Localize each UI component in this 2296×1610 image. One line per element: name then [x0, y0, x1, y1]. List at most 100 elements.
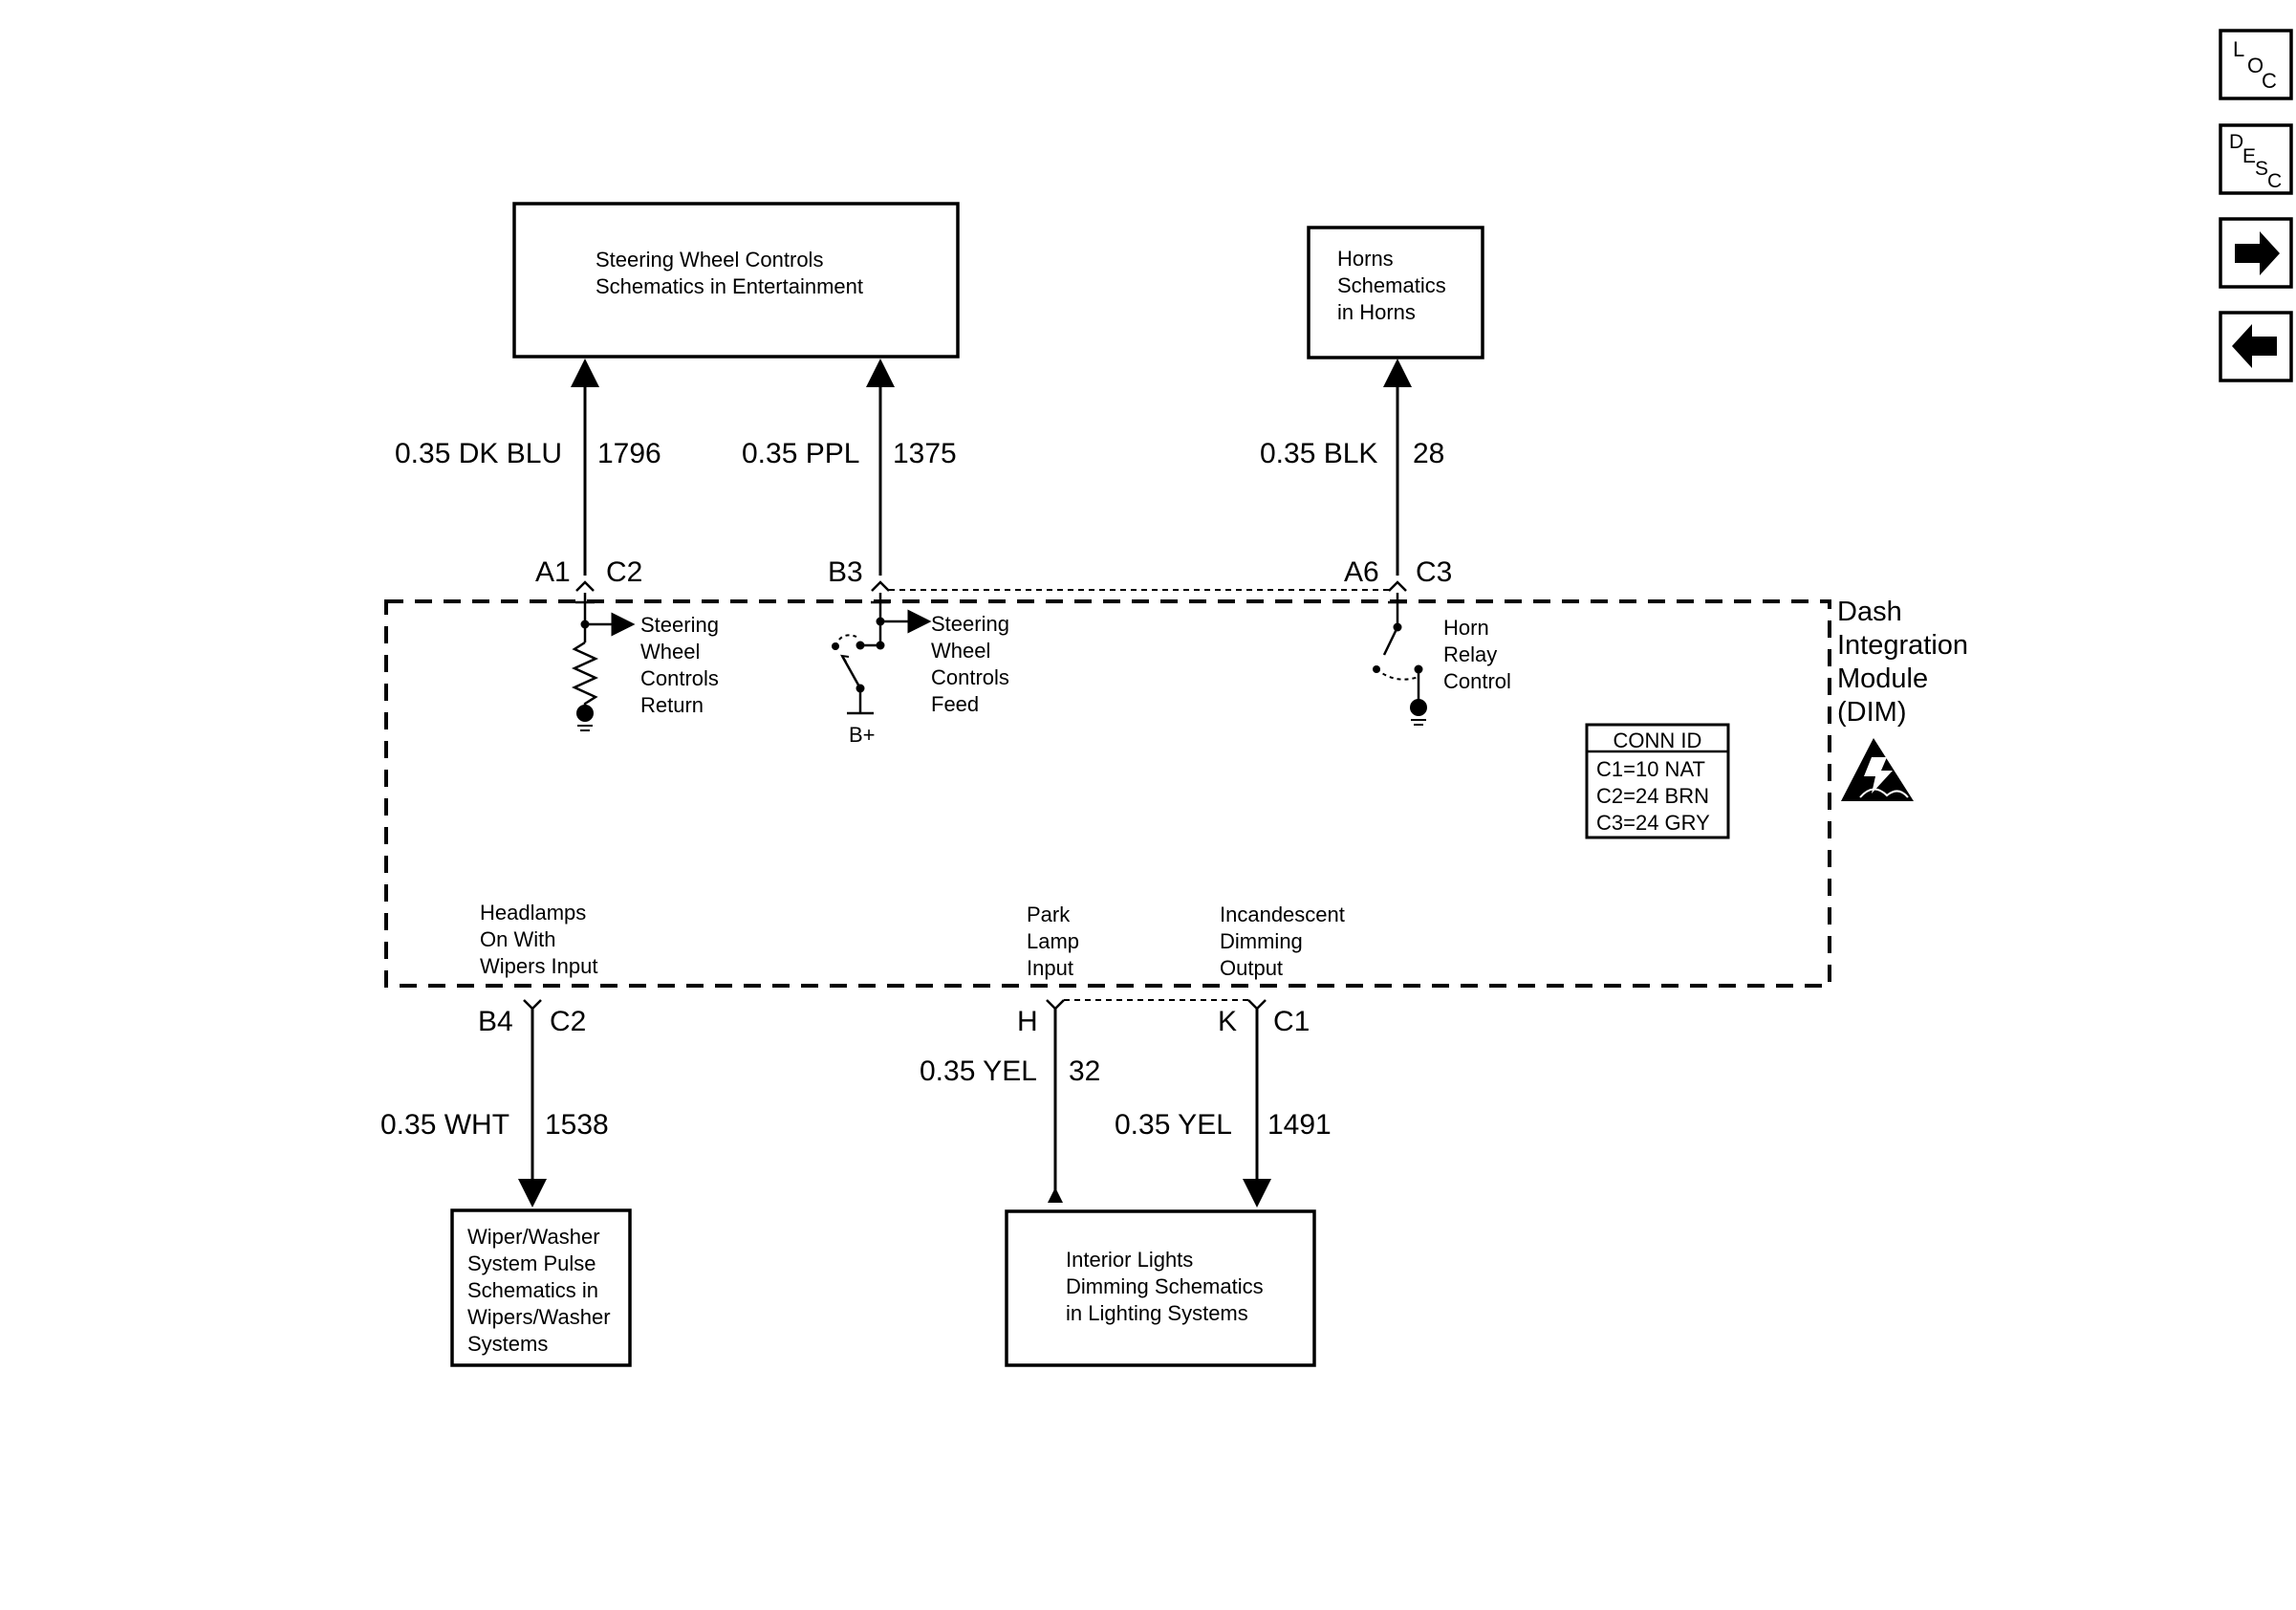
circuit-number-label: 1796 [597, 438, 661, 469]
wiper-box-line: Schematics in [467, 1278, 598, 1302]
connector-pin-symbol [1388, 580, 1407, 592]
loc-letter: L [2233, 37, 2244, 61]
wire-headlamps: B4 C2 0.35 WHT 1538 [380, 999, 609, 1208]
horns-box-line-2: Schematics [1337, 273, 1446, 297]
conn-id-row: C2=24 BRN [1596, 784, 1709, 808]
pin-label: H [1017, 1006, 1038, 1037]
circuit-label-line: Horn [1443, 616, 1489, 640]
circuit-number-label: 28 [1413, 438, 1444, 469]
wire-color-label: 0.35 WHT [380, 1109, 509, 1141]
circuit-label-line: Headlamps [480, 901, 586, 925]
wire-steering-return: 0.35 DK BLU 1796 A1 C2 [395, 359, 661, 592]
connector-pin-symbol [871, 580, 890, 592]
module-title-line-3: Module [1837, 664, 1928, 694]
module-title-line-1: Dash [1837, 597, 1902, 627]
horns-box: Horns Schematics in Horns [1307, 226, 1484, 359]
desc-letter: C [2267, 170, 2282, 192]
pin-label: A1 [535, 556, 571, 588]
loc-button[interactable]: L O C [2219, 29, 2293, 100]
wiper-box-line: Systems [467, 1332, 548, 1356]
resistor-symbol [571, 641, 599, 711]
wiper-box-line: System Pulse [467, 1251, 596, 1275]
interior-box-line: Dimming Schematics [1066, 1274, 1264, 1298]
circuit-label-line: Input [1027, 956, 1073, 980]
wiper-box-line: Wipers/Washer [467, 1305, 611, 1329]
desc-button[interactable]: D E S C [2219, 123, 2293, 195]
interior-box-line: Interior Lights [1066, 1248, 1193, 1272]
connector-label: C1 [1273, 1006, 1310, 1037]
circuit-label-line: Lamp [1027, 929, 1079, 953]
wire-color-label: 0.35 YEL [920, 1055, 1037, 1087]
circuit-label-line: Park [1027, 903, 1071, 926]
steering-controls-box-line-2: Schematics in Entertainment [596, 274, 863, 298]
back-button[interactable] [2219, 311, 2293, 382]
conn-id-row: C3=24 GRY [1596, 811, 1710, 835]
park-label: Park Lamp Input [1027, 903, 1079, 980]
circuit-label-line: Incandescent [1220, 903, 1345, 926]
wire-park: H 0.35 YEL 32 [920, 999, 1100, 1203]
circuit-label-line: Controls [640, 666, 719, 690]
headlamps-label: Headlamps On With Wipers Input [480, 901, 598, 978]
dim-module-outline [384, 599, 1831, 988]
supply-label: B+ [849, 723, 876, 747]
pin-label: K [1218, 1006, 1237, 1037]
circuit-number-label: 32 [1069, 1055, 1100, 1087]
dimming-label: Incandescent Dimming Output [1220, 903, 1345, 980]
circuit-label-line: Relay [1443, 642, 1497, 666]
circuit-label-line: Feed [931, 692, 979, 716]
wiper-washer-box: Wiper/Washer System Pulse Schematics in … [450, 1208, 632, 1367]
module-title: Dash Integration Module (DIM) [1837, 597, 1968, 728]
connector-pin-symbol [1046, 999, 1065, 1011]
arrow-up-head [1048, 1187, 1063, 1203]
arrow-left-icon [2232, 324, 2277, 368]
ground-symbol [1410, 699, 1427, 716]
circuit-label-line: Wipers Input [480, 954, 598, 978]
circuit-label-line: Controls [931, 665, 1009, 689]
arrow-right-icon [2235, 231, 2280, 275]
steering-feed-internal: B+ Steering Wheel Controls Feed [832, 593, 1009, 747]
interior-lights-box: Interior Lights Dimming Schematics in Li… [1005, 1209, 1316, 1367]
switch-blade [1382, 626, 1399, 656]
module-title-line-4: (DIM) [1837, 697, 1906, 728]
conn-id-table: CONN ID C1=10 NAT C2=24 BRN C3=24 GRY [1585, 723, 1730, 839]
connector-label: C3 [1416, 556, 1452, 588]
ground-symbol [576, 705, 594, 722]
wire-color-label: 0.35 PPL [742, 438, 859, 469]
connector-pin-symbol [523, 999, 542, 1011]
circuit-number-label: 1491 [1267, 1109, 1332, 1141]
steering-controls-box-line-1: Steering Wheel Controls [596, 248, 823, 272]
wire-horn: 0.35 BLK 28 A6 C3 [1260, 359, 1452, 592]
desc-letter: D [2229, 131, 2243, 153]
desc-letter: S [2255, 158, 2268, 180]
conn-id-row: C1=10 NAT [1596, 757, 1705, 781]
circuit-label-line: Wheel [931, 639, 990, 663]
circuit-label-line: Dimming [1220, 929, 1303, 953]
wiper-box-line: Wiper/Washer [467, 1225, 600, 1249]
wire-color-label: 0.35 DK BLU [395, 438, 562, 469]
loc-letter: O [2247, 54, 2264, 77]
circuit-label-line: Steering [640, 613, 719, 637]
circuit-number-label: 1375 [893, 438, 957, 469]
connector-label: C2 [550, 1006, 586, 1037]
wire-color-label: 0.35 YEL [1115, 1109, 1232, 1141]
connector-label: C2 [606, 556, 642, 588]
circuit-number-label: 1538 [545, 1109, 609, 1141]
steering-controls-box: Steering Wheel Controls Schematics in En… [512, 202, 960, 359]
horns-box-line-3: in Horns [1337, 300, 1416, 324]
module-title-line-2: Integration [1837, 630, 1968, 661]
esd-warning-icon [1841, 738, 1914, 801]
steering-return-internal: Steering Wheel Controls Return [571, 593, 719, 731]
pin-label: A6 [1344, 556, 1379, 588]
wire-color-label: 0.35 BLK [1260, 438, 1377, 469]
circuit-label-line: Control [1443, 669, 1511, 693]
interior-box-line: in Lighting Systems [1066, 1301, 1248, 1325]
circuit-label-line: On With [480, 927, 555, 951]
conn-id-header: CONN ID [1614, 729, 1702, 752]
pin-label: B3 [828, 556, 863, 588]
wire-dimming: K C1 0.35 YEL 1491 [1115, 999, 1332, 1208]
circuit-label-line: Wheel [640, 640, 700, 664]
connector-pin-symbol [1247, 999, 1267, 1011]
circuit-label-line: Steering [931, 612, 1009, 636]
forward-button[interactable] [2219, 217, 2293, 289]
